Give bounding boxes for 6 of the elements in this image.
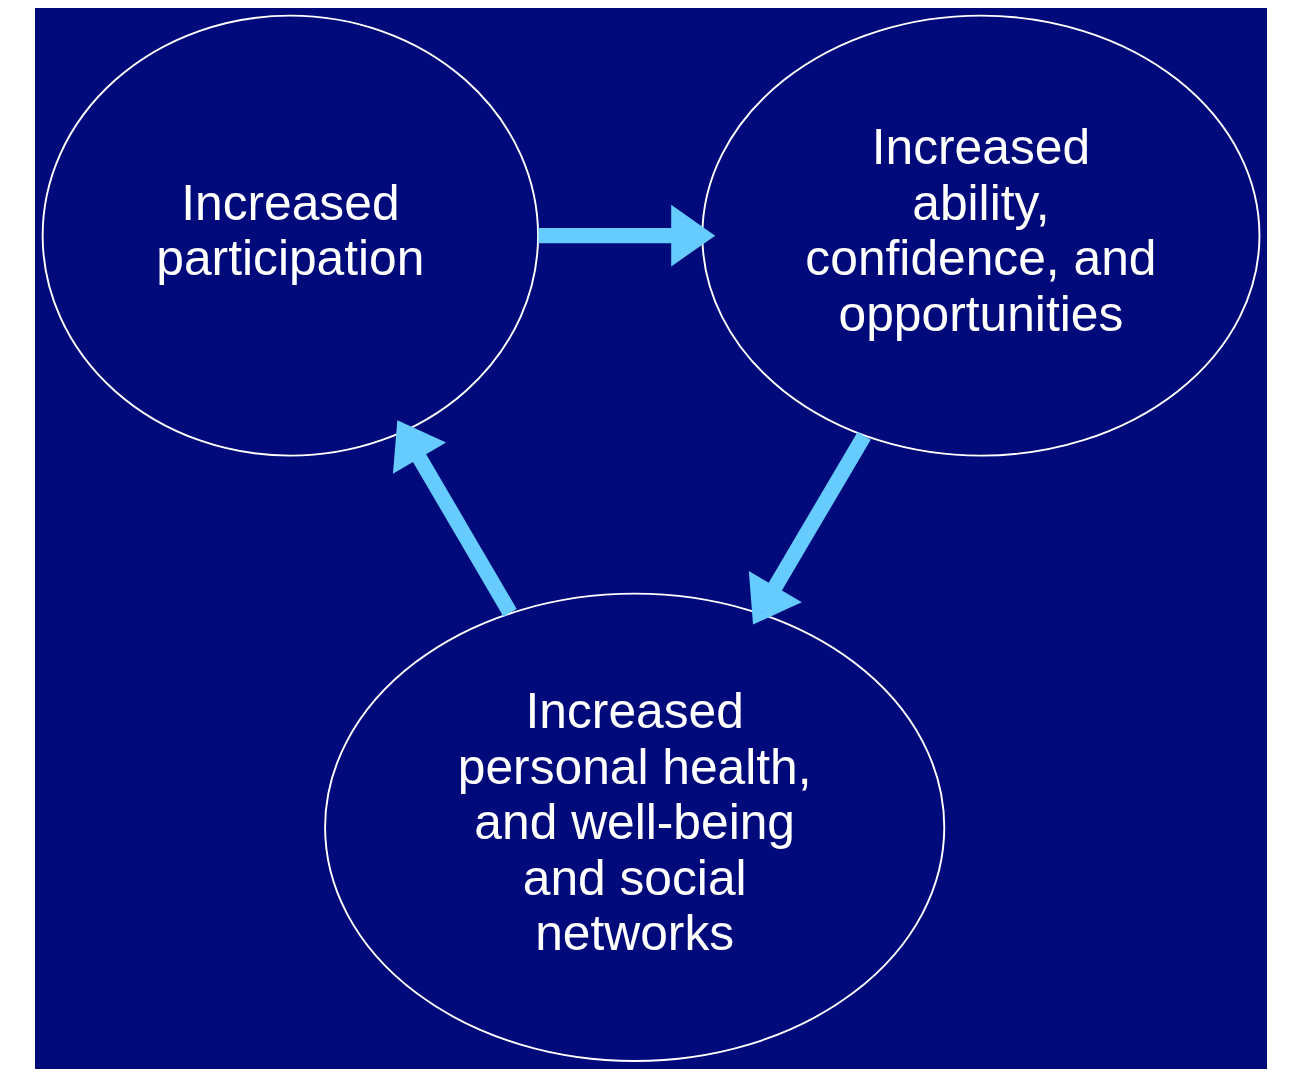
arrow <box>392 420 517 617</box>
arrow <box>538 204 715 267</box>
arrow <box>748 431 871 625</box>
node-ellipse: Increased personal health, and well-being and social networks <box>323 592 945 1062</box>
node-ellipse: Increased participation <box>41 14 539 457</box>
node-ellipse: Increased ability, confidence, and opportunities <box>700 14 1260 457</box>
